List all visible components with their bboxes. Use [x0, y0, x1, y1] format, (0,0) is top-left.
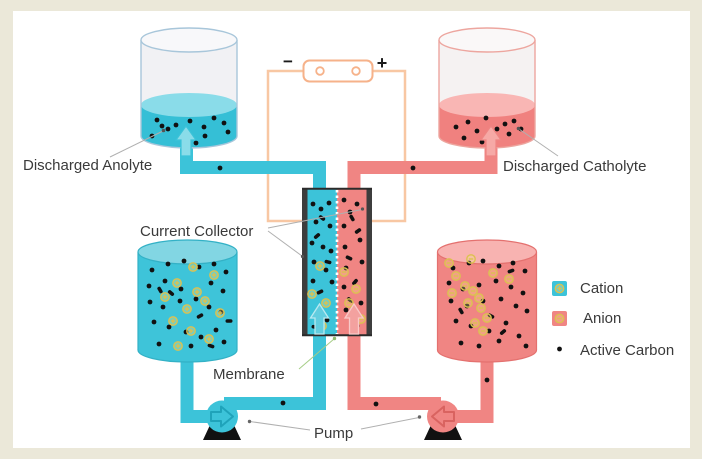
cell-right-particles	[339, 197, 366, 329]
power-terminal-right-icon	[351, 66, 361, 76]
liquid-surface	[141, 93, 237, 117]
pump-leader-left	[249, 421, 311, 431]
collector-leader-right-dot	[360, 207, 365, 211]
flow-arrow-up-icon	[479, 124, 503, 157]
collector-leader-left-dot	[300, 254, 305, 259]
membrane-leader-dot	[332, 336, 337, 341]
flow-arrow-up-icon	[174, 124, 198, 157]
discharged-anolyte-label: Discharged Anolyte	[23, 157, 152, 174]
power-supply-body	[302, 59, 374, 83]
active-carbon-icon	[557, 346, 562, 352]
pump-label: Pump	[314, 425, 353, 442]
tank-wall	[137, 252, 238, 350]
pump-right-flow-arrow-icon	[431, 405, 455, 428]
discharged-catholyte-label: Discharged Catholyte	[503, 158, 646, 175]
anolyte-feed-pipe-outlet	[224, 334, 326, 410]
tank-bottom-right-particles	[444, 254, 530, 349]
catholyte-feed-pipe-outlet	[347, 334, 441, 410]
membrane-leader	[298, 338, 335, 370]
legend-active-carbon-label: Active Carbon	[580, 342, 674, 359]
tank-discharged-catholyte	[438, 27, 536, 157]
catholyte-leader	[518, 128, 559, 157]
tank-rim	[137, 239, 238, 265]
tank-rim	[438, 27, 536, 53]
catholyte-leader-dot	[516, 126, 521, 131]
minus-sign: −	[283, 52, 293, 71]
power-terminal-left-icon	[315, 66, 325, 76]
pump-left	[203, 400, 241, 440]
tank-charged-anolyte	[137, 239, 238, 363]
legend: Cation Anion Active Carbon	[552, 280, 674, 359]
liquid-surface	[439, 93, 535, 117]
membrane-label: Membrane	[213, 366, 285, 383]
tank-charged-catholyte	[436, 239, 538, 363]
current-collector-label: Current Collector	[140, 223, 253, 240]
collector-leader-right	[267, 209, 363, 229]
anion-icon	[554, 313, 565, 324]
anolyte-leader-dot	[161, 128, 166, 133]
liquid-body	[141, 105, 237, 148]
pump-right	[424, 400, 462, 440]
tank-discharged-anolyte	[140, 27, 238, 157]
cell-inlet-arrow-left-icon	[309, 302, 330, 335]
cation-icon	[554, 283, 565, 294]
catholyte-feed-pipe-inlet	[456, 352, 494, 423]
pump-left-flow-arrow-icon	[210, 405, 234, 428]
pump-right-body	[427, 400, 459, 433]
power-supply	[302, 59, 374, 83]
legend-anion-label: Anion	[583, 310, 621, 327]
pump-leader-right	[360, 417, 420, 430]
tank-bottom-left-particles	[146, 258, 233, 351]
collector-leader-left	[267, 230, 303, 257]
plus-sign: +	[377, 53, 388, 73]
pump-leader-right-dot	[417, 415, 422, 419]
current-collector-right	[366, 188, 372, 336]
anolyte-leader	[109, 130, 164, 158]
pipe-particles	[217, 165, 490, 407]
tank-rim	[140, 27, 238, 53]
legend-cation-label: Cation	[580, 280, 623, 297]
tank-rim	[436, 239, 538, 265]
cell	[302, 187, 372, 337]
cell-inlet-arrow-right-icon	[343, 302, 365, 335]
pump-leader-left-dot	[247, 419, 252, 424]
leader-lines	[109, 126, 559, 431]
tank-wall	[436, 252, 538, 350]
pump-left-body	[206, 400, 238, 433]
tank-body	[138, 252, 237, 350]
current-collector-left	[302, 188, 308, 336]
tank-top-right-particles	[453, 115, 524, 145]
